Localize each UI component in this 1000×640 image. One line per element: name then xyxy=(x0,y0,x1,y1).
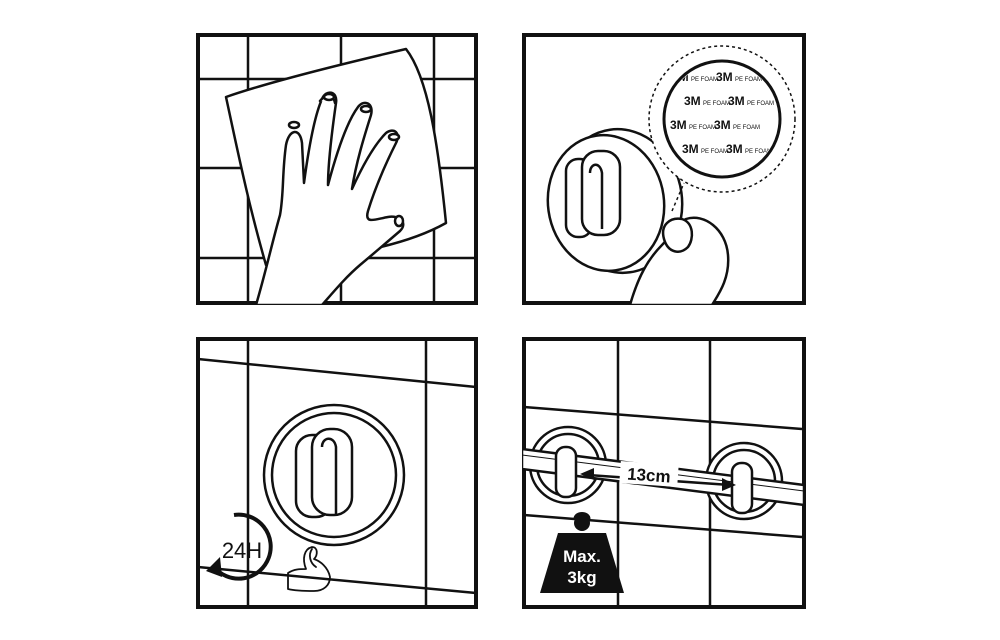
brand-mark: 3M xyxy=(728,94,745,108)
brand-mark: 3M xyxy=(682,142,699,156)
adhesive-callout xyxy=(648,45,796,193)
weight-icon: Max. 3kg xyxy=(540,512,624,593)
callout-pointer xyxy=(671,182,685,212)
timer-icon: 24H xyxy=(206,512,273,581)
panel-wait-24h: 24H xyxy=(196,337,478,609)
material-mark: PE FOAM xyxy=(703,101,730,107)
brand-mark: 3M xyxy=(726,142,743,156)
thumb-icon xyxy=(628,216,730,305)
max-label: Max. xyxy=(563,547,601,566)
material-mark: PE FOAM xyxy=(735,77,762,83)
spacing-label: 13cm xyxy=(627,465,672,487)
panel-load-capacity: 13cm Max. 3kg xyxy=(522,337,806,609)
cure-time-label: 24H xyxy=(222,538,262,563)
weight-value-label: 3kg xyxy=(567,568,596,587)
material-mark: PE FOAM xyxy=(689,125,716,131)
brand-mark: 3M xyxy=(684,94,701,108)
hook-icon xyxy=(554,445,754,515)
tile-grid xyxy=(197,339,477,607)
hand-icon xyxy=(254,91,405,305)
suction-hook-icon xyxy=(546,127,684,275)
panel-clean-surface xyxy=(196,33,478,305)
material-mark: PE FOAM xyxy=(733,125,760,131)
material-mark: PE FOAM xyxy=(691,77,718,83)
material-mark: PE FOAM xyxy=(747,101,774,107)
material-mark: PE FOAM xyxy=(701,149,728,155)
brand-mark: 3M xyxy=(714,118,731,132)
strength-arm-icon xyxy=(287,546,331,592)
material-mark: PE FOAM xyxy=(745,149,772,155)
suction-hook-icon xyxy=(262,403,406,547)
brand-mark: 3M xyxy=(670,118,687,132)
brand-mark: 3M xyxy=(716,70,733,84)
spacing-dimension: 13cm xyxy=(580,461,736,491)
